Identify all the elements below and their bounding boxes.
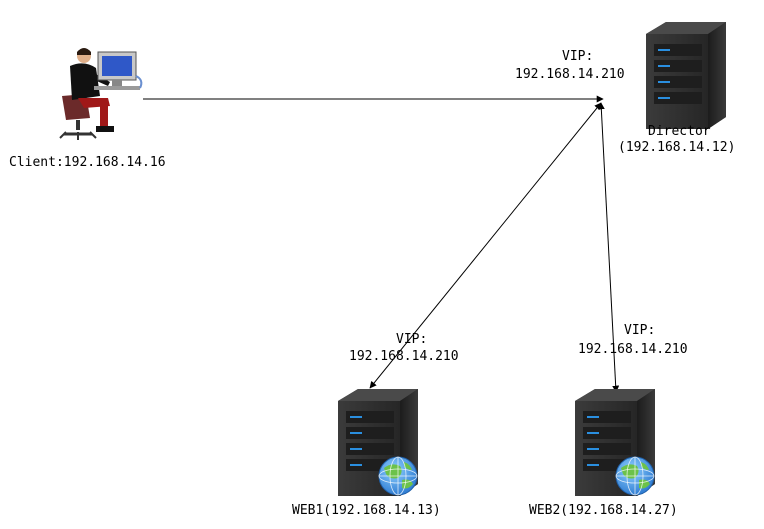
web2-globe-icon [615, 456, 655, 496]
web1-globe-icon [378, 456, 418, 496]
web2-vip-address: 192.168.14.210 [578, 342, 688, 357]
director-name: Director [648, 124, 711, 139]
edge-director-to-web1 [369, 102, 602, 389]
director-vip-address: 192.168.14.210 [515, 67, 625, 82]
director-address: (192.168.14.12) [618, 140, 735, 155]
web2-vip-title: VIP: [624, 323, 655, 338]
web2-label: WEB2(192.168.14.27) [529, 503, 678, 518]
client-label: Client:192.168.14.16 [9, 155, 166, 170]
web1-vip-title: VIP: [396, 332, 427, 347]
user-at-computer-icon [59, 48, 143, 140]
director-vip-title: VIP: [562, 49, 593, 64]
web1-label: WEB1(192.168.14.13) [292, 503, 441, 518]
director-server-icon [646, 22, 726, 129]
edge-director-to-web2 [597, 102, 620, 393]
web1-vip-address: 192.168.14.210 [349, 349, 459, 364]
